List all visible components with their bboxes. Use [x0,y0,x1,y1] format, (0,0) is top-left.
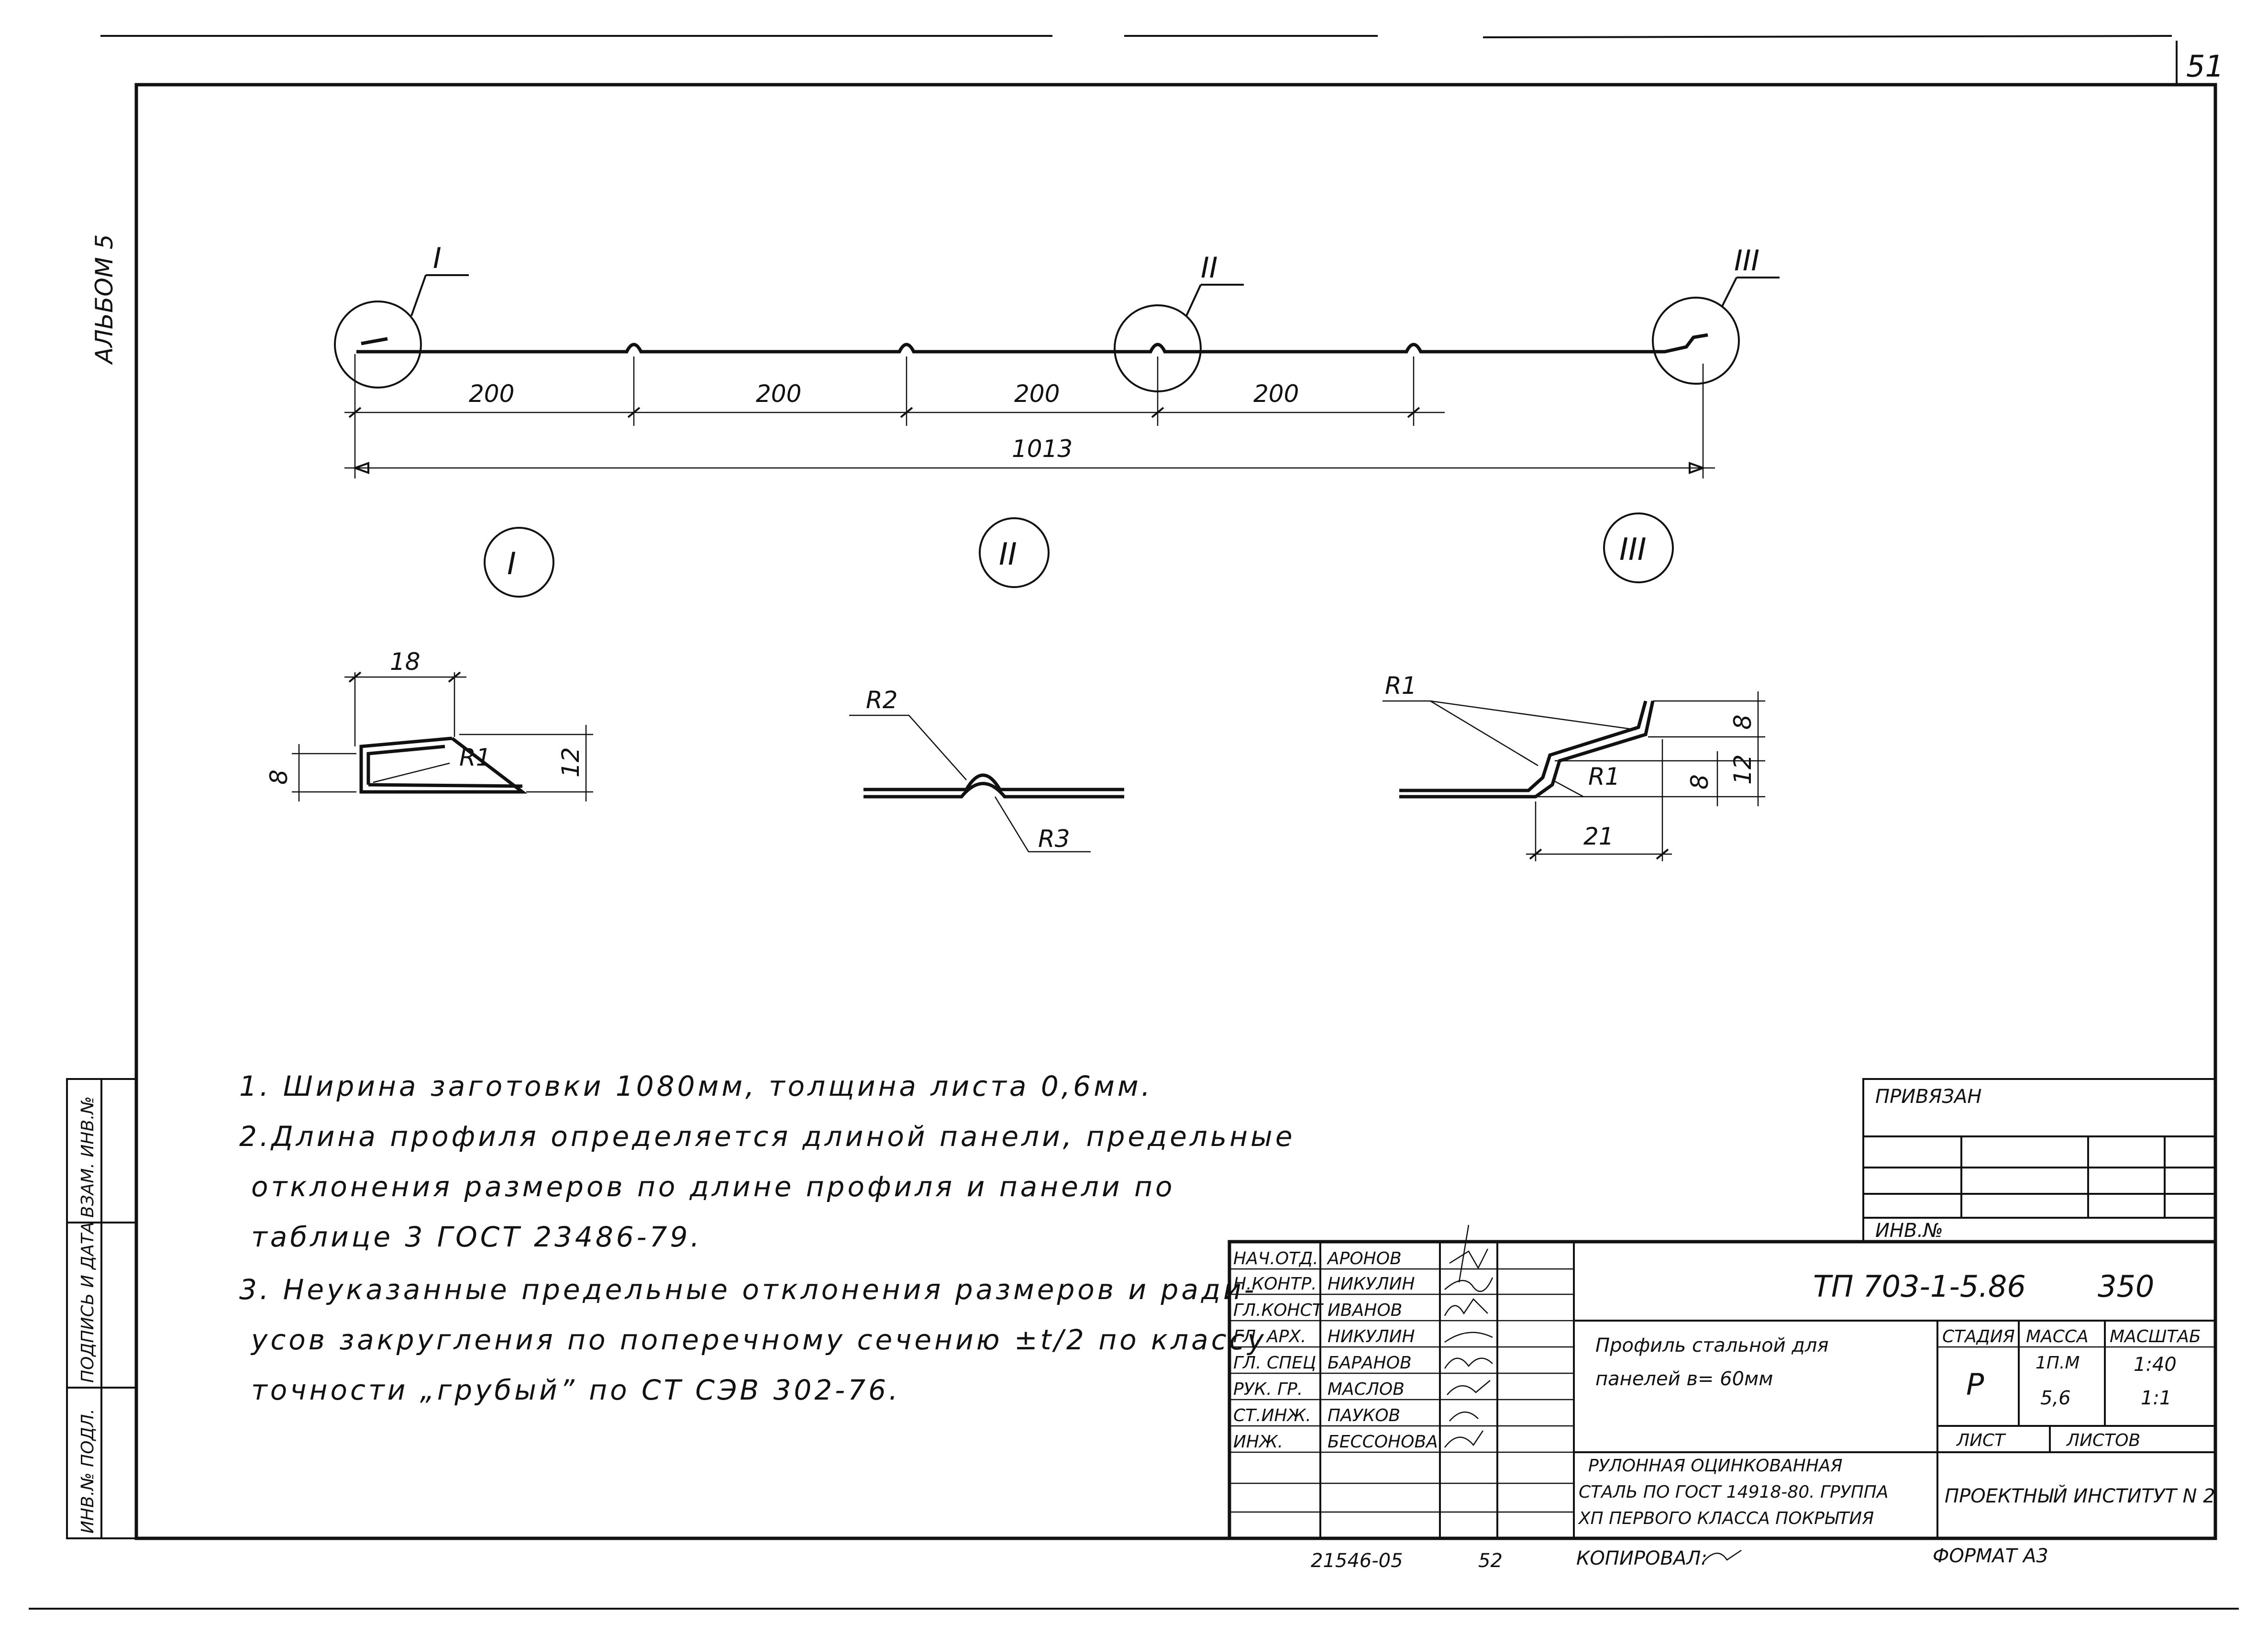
main-callout-II: II [1201,251,1217,285]
name-7: ПАУКОВ [1328,1406,1400,1425]
footer-number: 52 [1478,1550,1503,1572]
detail-II-radius-top: R2 [866,686,898,714]
detail-I-height-left: 8 [265,769,293,785]
scale-1: 1:40 [2134,1354,2177,1376]
note-line-3: отклонения размеров по длине профиля и п… [251,1170,1175,1203]
detail-titles: I II III [484,512,1674,598]
spacing-4: 200 [1253,380,1299,408]
detail-I: 18 8 12 R1 [265,648,593,801]
inv-no-label: ИНВ.№ [1875,1220,1943,1242]
spacing-ticks [348,407,1420,418]
role-1: НАЧ.ОТД. [1233,1249,1318,1268]
detail-III-width: 21 [1583,823,1614,850]
stadia-label: СТАДИЯ [1942,1327,2015,1346]
drawing-number: 350 [2098,1269,2154,1304]
listov-label: ЛИСТОВ [2066,1431,2140,1450]
detail-I-radius: R1 [459,744,491,771]
material-line-1: РУЛОННАЯ ОЦИНКОВАННАЯ [1588,1456,1843,1476]
spacing-3: 200 [1014,380,1060,408]
detail-III-height-top: 8 [1729,714,1757,730]
spacing-2: 200 [756,380,801,408]
note-line-5: 3. Неуказанные предельные отклонения раз… [239,1273,1257,1306]
detail-I-width: 18 [390,648,420,676]
signature-scribbles [1444,1224,1494,1448]
detail-title-I: I [507,546,516,582]
sheet-edge-lines [29,35,2239,1610]
notes: 1. Ширина заготовки 1080мм, толщина лист… [239,1070,1295,1406]
material-line-3: ХП ПЕРВОГО КЛАССА ПОКРЫТИЯ [1578,1509,1874,1528]
drawing-code: ТП 703-1-5.86 [1813,1269,2026,1304]
title-line-2: панелей в= 60мм [1595,1368,1773,1390]
name-1: АРОНОВ [1327,1249,1402,1268]
role-4: ГЛ. АРХ. [1233,1327,1306,1346]
note-line-1: 1. Ширина заготовки 1080мм, толщина лист… [239,1070,1153,1102]
name-5: БАРАНОВ [1328,1353,1412,1373]
signature-rows [1229,1268,1574,1513]
main-profile: I II III 200 200 200 200 1013 [334,242,1780,478]
footer: 21546-05 52 КОПИРОВАЛ: ФОРМАТ А3 [1311,1545,2048,1572]
detail-title-III: III [1619,532,1647,567]
note-line-4: таблице 3 ГОСТ 23486-79. [251,1221,702,1253]
note-line-6: усов закругления по поперечному сечению … [250,1324,1267,1356]
name-2: НИКУЛИН [1328,1274,1415,1294]
masshtab-label: МАСШТАБ [2110,1327,2201,1346]
detail-III-radius-bottom: R1 [1588,763,1620,790]
format-label: ФОРМАТ А3 [1933,1545,2048,1567]
massa-value: 5,6 [2040,1387,2071,1409]
role-2: Н.КОНТР. [1233,1274,1317,1294]
main-callout-III: III [1734,244,1759,278]
stadia-value: Р [1966,1367,1984,1402]
kopiroval-label: КОПИРОВАЛ: [1576,1547,1707,1569]
role-8: ИНЖ. [1233,1432,1283,1452]
detail-III-radius-top: R1 [1385,672,1417,700]
album-label: АЛЬБОМ 5 [90,234,118,365]
copier-signature [1703,1549,1742,1563]
side-label-inv: ИНВ.№ ПОДЛ. [78,1409,98,1534]
detail-III-height-total: 12 [1729,754,1757,785]
callout-circle-I [334,300,422,389]
role-3: ГЛ.КОНСТ [1233,1301,1324,1320]
side-label-vzam: ВЗАМ. ИНВ.№ [78,1096,98,1218]
sheet-frame [134,83,2217,1540]
detail-III: 8 12 8 R1 R1 21 [1383,672,1765,861]
detail-III-height-mid: 8 [1686,774,1714,790]
title-line-1: Профиль стальной для [1595,1335,1829,1357]
institute-name: ПРОЕКТНЫЙ ИНСТИТУТ N 2 [1945,1484,2215,1507]
list-label: ЛИСТ [1956,1431,2006,1450]
page-number: 51 [2186,49,2224,84]
detail-I-height-right: 12 [557,747,585,778]
name-3: ИВАНОВ [1328,1301,1402,1320]
role-5: ГЛ. СПЕЦ [1233,1353,1316,1373]
spacing-1: 200 [469,380,514,408]
massa-label: МАССА [2026,1327,2089,1346]
massa-unit: 1П.М [2036,1353,2080,1373]
main-callout-I: I [433,242,442,275]
overall-dimension: 1013 [1012,435,1073,463]
role-7: СТ.ИНЖ. [1233,1406,1311,1425]
side-label-sign: ПОДПИСЬ И ДАТА [78,1222,98,1383]
role-6: РУК. ГР. [1233,1379,1303,1399]
detail-title-II: II [999,537,1017,572]
name-4: НИКУЛИН [1328,1327,1415,1346]
footer-code: 21546-05 [1311,1550,1403,1572]
name-8: БЕССОНОВА [1328,1432,1438,1452]
title-block: ПРИВЯЗАН ИНВ.№ НАЧ.ОТД. АРОНОВ Н.КОНТР. … [1228,1078,2217,1540]
detail-II: R2 R3 [849,686,1124,853]
note-line-7: точности „грубый” по СТ СЭВ 302-76. [251,1374,900,1406]
detail-II-radius-bottom: R3 [1038,825,1070,853]
privyazan-label: ПРИВЯЗАН [1875,1086,1981,1108]
name-6: МАСЛОВ [1328,1379,1405,1399]
callout-circle-III [1652,297,1740,385]
note-line-2: 2.Длина профиля определяется длиной пане… [239,1120,1295,1153]
page-number-box: 51 [2176,41,2224,85]
material-line-2: СТАЛЬ ПО ГОСТ 14918-80. ГРУППА [1579,1482,1888,1502]
side-stamp: ИНВ.№ ПОДЛ. ПОДПИСЬ И ДАТА ВЗАМ. ИНВ.№ [66,1078,137,1539]
scale-2: 1:1 [2141,1387,2171,1409]
